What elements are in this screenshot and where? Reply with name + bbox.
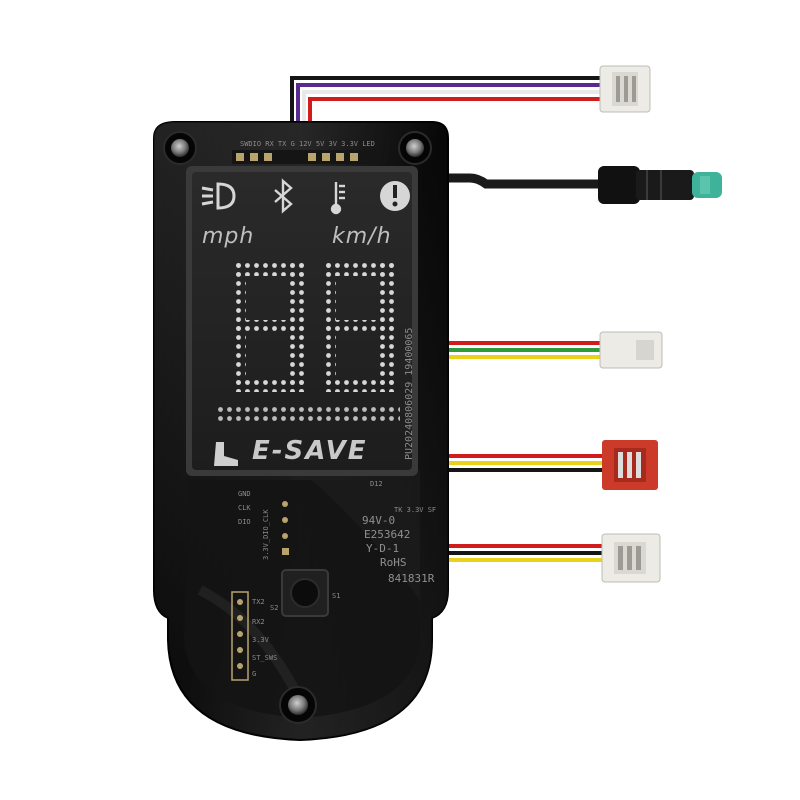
brand-boot-icon [214, 442, 238, 466]
connector-white-bottom [601, 533, 661, 583]
unit-mph-label: mph [202, 224, 255, 249]
bluetooth-icon [274, 178, 293, 214]
pcb-label-tx2: TX2 [252, 598, 265, 606]
connector-top-white [599, 65, 651, 113]
pcb-label-s2: S2 [270, 604, 279, 612]
pcb-label-s1: S1 [332, 592, 341, 600]
power-cable [440, 173, 600, 189]
unit-kmh-label: km/h [332, 224, 392, 249]
wire-red-black-yellow [440, 544, 602, 562]
temperature-icon [330, 182, 345, 215]
tactile-power-button[interactable] [281, 569, 329, 617]
pcb-label-3v3: 3.3V [252, 636, 269, 644]
pcb-label-clk: CLK [238, 504, 251, 512]
programming-pin-header [231, 591, 249, 681]
cert-flammability: 94V-0 [362, 514, 396, 527]
cert-date-code: Y-D-1 [366, 542, 400, 555]
mounting-screw-top-left [163, 131, 197, 165]
pcb-label-gnd: GND [238, 490, 251, 498]
connector-waterproof-teal [598, 166, 722, 204]
pcb-label-g: G [252, 670, 257, 678]
pcb-label-3v3-dio-clk: 3.3V_DIO_CLK [262, 509, 270, 560]
cert-ul-file: E253642 [364, 528, 411, 541]
pcb-serial-code: PU20240806029 19400065 [404, 327, 415, 460]
brand-logo-text: E-SAVE [252, 436, 368, 466]
top-header-silkscreen: SWDIO RX TX G 12V 5V 3V 3.3V LED [240, 140, 375, 148]
mounting-screw-bottom [279, 686, 317, 724]
test-pads [282, 501, 289, 555]
pcb-label-tk: TK 3.3V SF [394, 506, 437, 514]
connector-red [602, 440, 658, 490]
connector-white-mid [599, 331, 663, 369]
wire-red-yellow-black [440, 454, 602, 472]
pcb-label-d12: D12 [370, 480, 383, 488]
speed-digits-dotmatrix [214, 262, 400, 423]
wire-red-green [440, 341, 600, 359]
mounting-screw-top-right [398, 131, 432, 165]
headlight-icon [201, 182, 236, 210]
pcb-label-st-sws: ST_SWS [252, 654, 278, 662]
top-pin-header [232, 150, 382, 164]
cert-rohs: RoHS [380, 556, 407, 569]
warning-icon [380, 181, 410, 211]
cert-lot: 841831R [388, 572, 435, 585]
pcb-label-rx2: RX2 [252, 618, 265, 626]
pcb-label-dio: DIO [238, 518, 251, 526]
